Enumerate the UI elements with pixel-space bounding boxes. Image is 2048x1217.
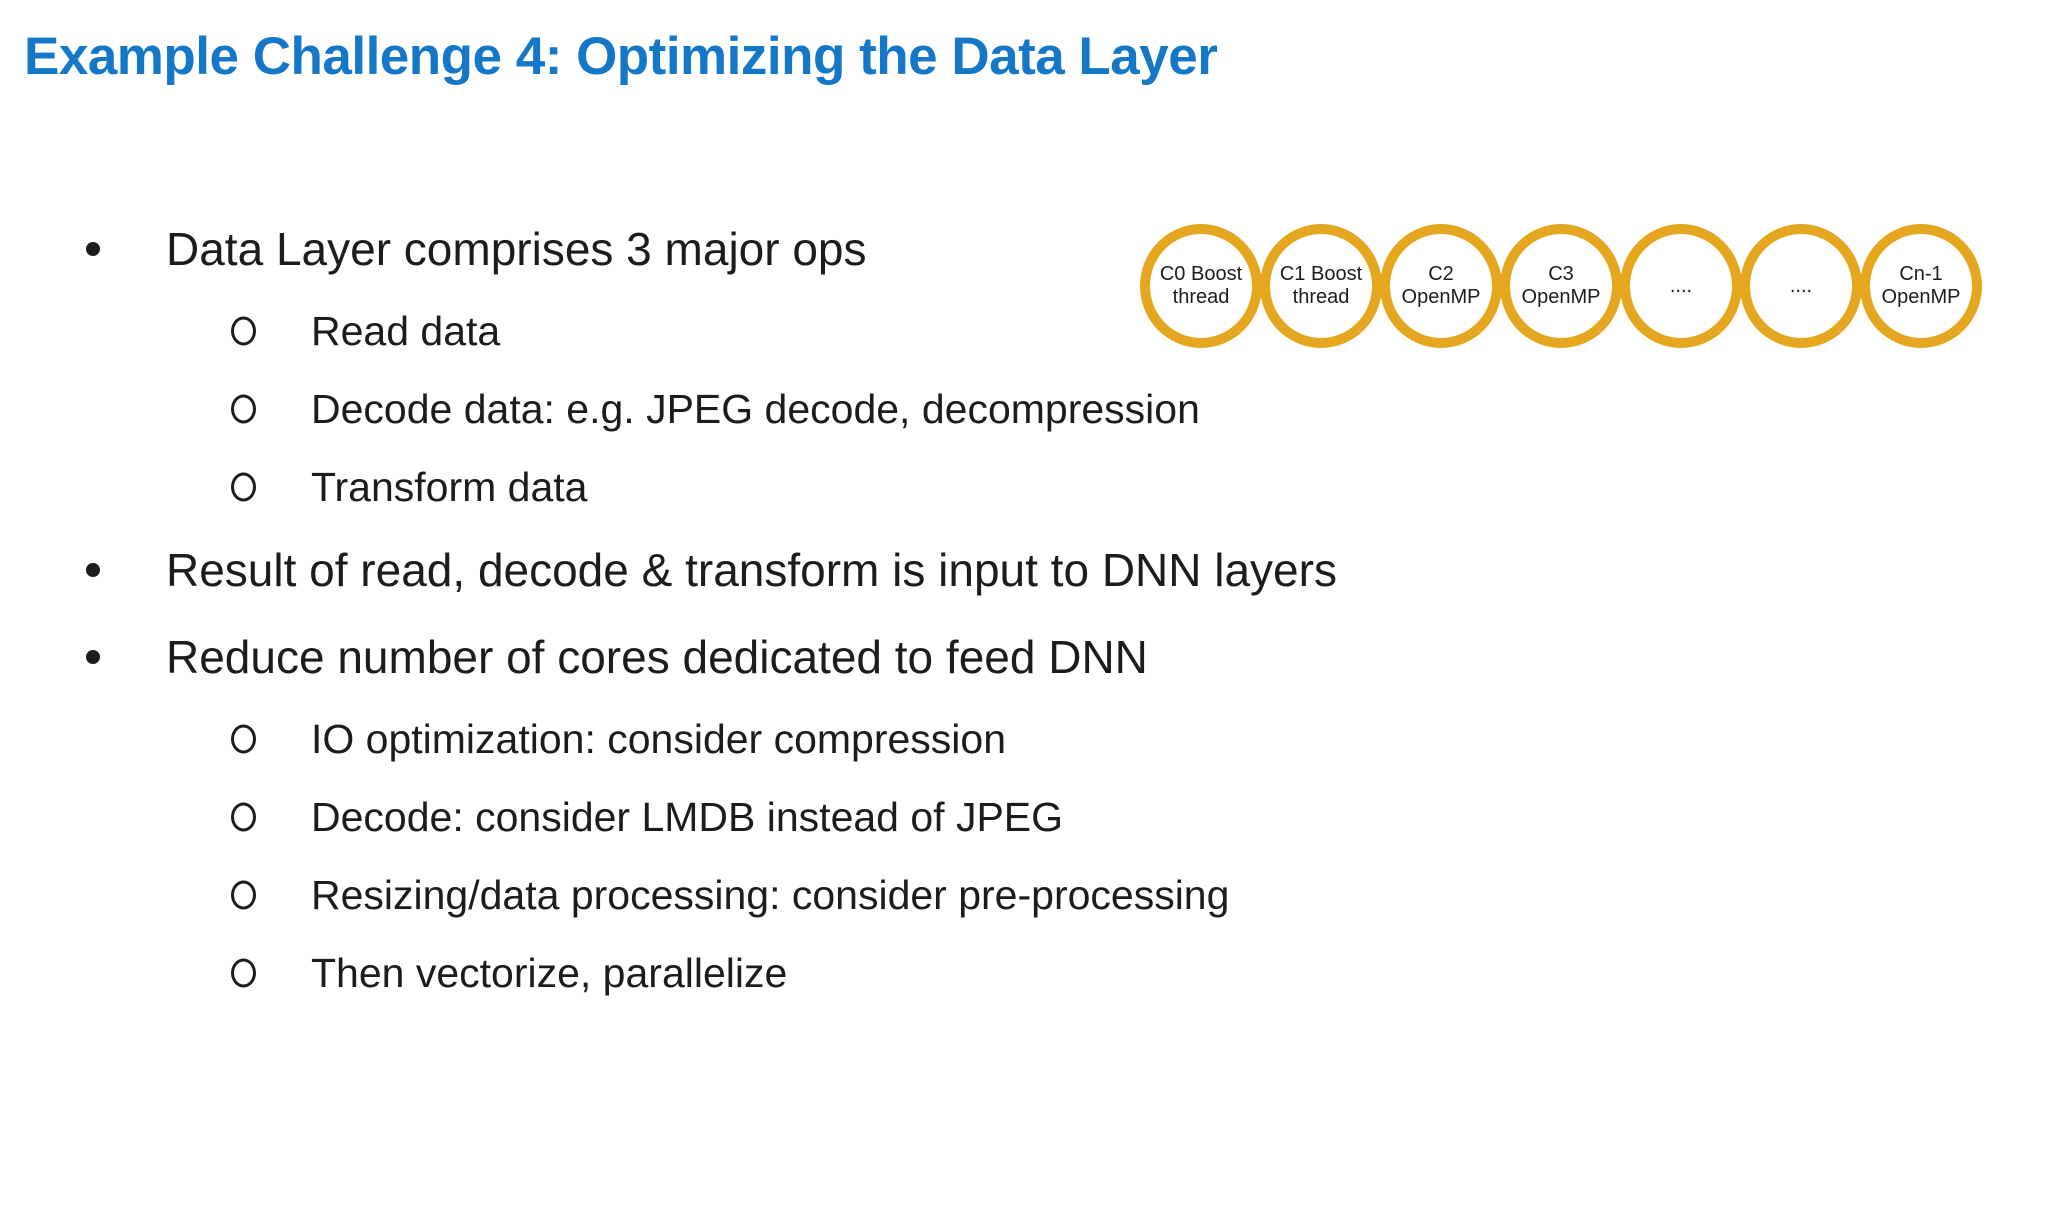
bullet-text: Reduce number of cores dedicated to feed… [166,630,1148,683]
filled-bullet-icon [86,562,100,577]
bullet-item: Reduce number of cores dedicated to feed… [0,613,1700,700]
slide-title: Example Challenge 4: Optimizing the Data… [24,27,1218,86]
core-label-line2: thread [1292,286,1350,308]
open-circle-bullet-icon [231,802,256,832]
core-label-line1: Cn-1 [1899,263,1943,285]
bullet-text: Then vectorize, parallelize [311,949,788,996]
core-label-line1: C0 Boost [1159,263,1243,285]
bullet-text: Read data [311,307,501,354]
open-circle-bullet-icon [231,880,256,910]
filled-bullet-icon [86,649,100,664]
core-label-line1: .... [1669,274,1693,297]
bullet-text: IO optimization: consider compression [311,715,1007,762]
open-circle-bullet-icon [231,724,256,754]
core-label-line1: .... [1789,274,1813,297]
open-circle-bullet-icon [231,316,256,346]
core-circle: .... [1620,224,1742,348]
bullet-text: Data Layer comprises 3 major ops [166,222,867,275]
core-label-line1: C1 Boost [1279,263,1363,285]
bullet-text: Resizing/data processing: consider pre-p… [311,871,1230,918]
bullet-item: IO optimization: consider compression [0,700,1700,778]
bullet-item: Transform data [0,448,1700,526]
open-circle-bullet-icon [231,472,256,502]
bullet-item: Resizing/data processing: consider pre-p… [0,856,1700,934]
core-circle: .... [1740,224,1862,348]
bullet-text: Transform data [311,463,588,510]
bullet-item: Decode: consider LMDB instead of JPEG [0,778,1700,856]
bullet-item: Result of read, decode & transform is in… [0,526,1700,613]
core-label-line1: C3 [1548,263,1574,285]
bullet-item: Read data [0,292,1700,370]
open-circle-bullet-icon [231,958,256,988]
bullet-item: Then vectorize, parallelize [0,934,1700,1012]
bullet-text: Result of read, decode & transform is in… [166,543,1337,596]
core-label-line2: OpenMP [1881,286,1961,308]
open-circle-bullet-icon [231,394,256,424]
bullet-item: Decode data: e.g. JPEG decode, decompres… [0,370,1700,448]
bullet-item: Data Layer comprises 3 major ops [0,205,1700,292]
core-label-line1: C2 [1428,263,1454,285]
bullet-text: Decode: consider LMDB instead of JPEG [311,793,1064,840]
core-label-line2: thread [1172,286,1230,308]
core-label-line2: OpenMP [1401,286,1481,308]
core-label-line2: OpenMP [1521,286,1601,308]
filled-bullet-icon [86,241,100,256]
bullet-text: Decode data: e.g. JPEG decode, decompres… [311,385,1200,432]
